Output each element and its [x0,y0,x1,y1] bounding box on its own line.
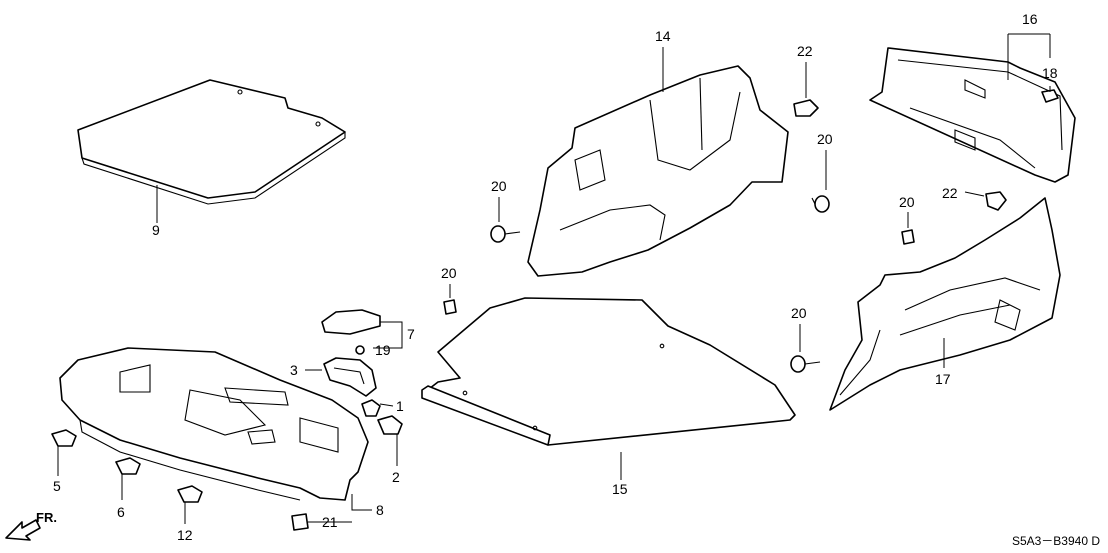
callout-14: 14 [655,28,671,44]
part-15-trunk-carpet [421,297,796,446]
callout-7: 7 [407,326,415,342]
part-1-clip [361,399,381,417]
callout-20-b: 20 [817,131,833,147]
callout-6: 6 [117,504,125,520]
part-17-right-side-lining [829,197,1061,411]
part-7-cover [321,309,381,335]
part-20-clip-e [790,355,821,373]
callout-labels: 1 2 3 5 6 7 8 9 12 14 15 16 17 18 19 20 … [53,11,1058,543]
callout-3: 3 [290,362,298,378]
callout-22-a: 22 [797,43,813,59]
part-20-clip-a [490,225,521,243]
callout-1: 1 [396,398,404,414]
diagram-code: S5A3－B3940 D [1012,534,1100,548]
front-direction-indicator: FR. [5,510,57,541]
callout-8: 8 [376,502,384,518]
part-2-clip [377,415,403,435]
part-14-left-side-lining [527,65,789,277]
callout-5: 5 [53,478,61,494]
part-19-clip [355,345,365,355]
callout-19: 19 [375,342,391,358]
part-20-clip-d [443,299,457,315]
callout-18: 18 [1042,65,1058,81]
callout-16: 16 [1022,11,1038,27]
callout-12: 12 [177,527,193,543]
part-22-clip-b [985,191,1007,211]
part-22-clip-a [793,99,819,117]
callout-9: 9 [152,222,160,238]
front-arrow-icon [5,519,41,541]
callout-20-d: 20 [441,265,457,281]
part-20-clip-c [901,229,915,245]
part-9-floor-mat [77,79,346,205]
part-8-rear-tray [59,347,369,501]
part-6-clip [115,457,141,475]
part-16-rear-trim-panel [869,47,1076,183]
leader-lines [57,33,1051,524]
callout-20-e: 20 [791,305,807,321]
callout-17: 17 [935,371,951,387]
part-5-clip [51,429,77,447]
part-3-bracket [323,357,377,397]
part-12-clip [177,485,203,503]
part-20-clip-b [811,195,830,213]
callout-20-a: 20 [491,178,507,194]
part-21-clip [291,513,309,531]
callout-2: 2 [392,469,400,485]
callout-20-c: 20 [899,194,915,210]
front-label: FR. [36,510,57,525]
callout-21: 21 [322,514,338,530]
callout-22-b: 22 [942,185,958,201]
callout-15: 15 [612,481,628,497]
